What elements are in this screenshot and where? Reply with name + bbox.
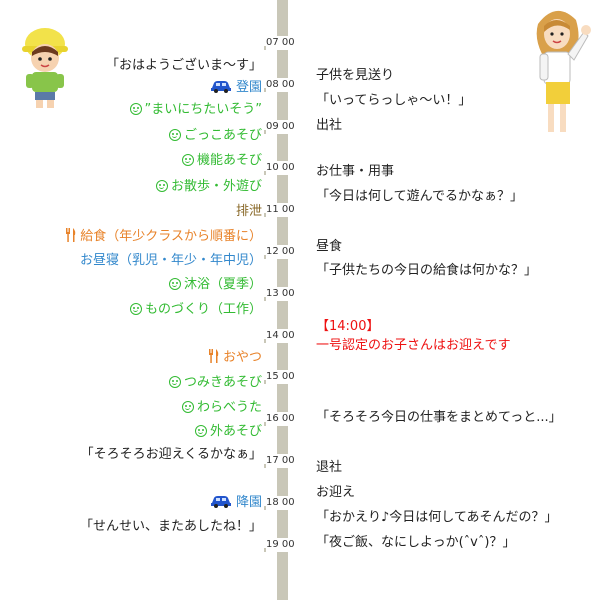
welcome-back-speech: 「おかえり♪今日は何してあそんだの？」	[316, 510, 558, 525]
pickup-item: お迎え	[316, 485, 356, 500]
lunch-right-item: 昼食	[316, 239, 343, 254]
wonder-play-speech: 「今日は何して遊んでるかなぁ？」	[316, 189, 523, 204]
songs-label: わらべうた	[196, 400, 262, 415]
hour-label: 09 00	[266, 119, 302, 134]
walk-item: お散歩・外遊び	[155, 178, 262, 196]
function-play-label: 機能あそび	[196, 153, 262, 168]
nap-item: お昼寝（乳児・年少・年中児）	[79, 253, 262, 268]
pickup-time-label: 【14:00】	[316, 319, 380, 334]
snack-label: おやつ	[222, 350, 262, 365]
hour-label: 10 00	[266, 161, 302, 176]
smiley-icon	[129, 103, 142, 115]
hour-label: 08 00	[266, 77, 302, 92]
smiley-icon	[168, 129, 181, 141]
hour-label: 18 00	[266, 495, 302, 510]
smiley-icon	[181, 401, 194, 413]
lunch-label: 給食（年少クラスから順番に）	[80, 229, 262, 244]
blocks-item: つみきあそび	[168, 374, 262, 392]
hour-label: 14 00	[266, 328, 302, 343]
mother-character-icon	[536, 10, 591, 132]
goodbye-speech: 「せんせい、またあしたね！」	[79, 519, 262, 534]
hour-label: 16 00	[266, 412, 302, 427]
smiley-icon	[168, 376, 181, 388]
wonder-lunch-speech: 「子供たちの今日の給食は何かな？」	[316, 263, 538, 278]
car-icon	[210, 496, 231, 508]
to-work-item: 出社	[316, 118, 343, 133]
hour-label: 13 00	[266, 286, 302, 301]
hour-label: 19 00	[266, 537, 302, 552]
pickup-note-label: 一号認定のお子さんはお迎えです	[316, 338, 511, 353]
exercise-item: ”まいにちたいそう”	[129, 101, 262, 119]
car-icon	[210, 81, 231, 93]
snack-item: おやつ	[208, 349, 262, 367]
smiley-icon	[129, 303, 142, 315]
work-item: お仕事・用事	[316, 164, 395, 179]
wrap-up-speech: 「そろそろ今日の仕事をまとめてっと...」	[316, 410, 562, 425]
smiley-icon	[155, 180, 168, 192]
leave-work-item: 退社	[316, 460, 343, 475]
fork-knife-icon	[208, 349, 219, 363]
hour-label: 15 00	[266, 370, 302, 385]
dropoff-item: 子供を見送り	[316, 68, 395, 83]
hour-label: 17 00	[266, 454, 302, 468]
arrival-item: 登園	[210, 79, 262, 97]
child-character-icon	[22, 28, 68, 108]
fork-knife-icon	[66, 228, 76, 242]
bath-item: 沐浴（夏季）	[168, 276, 262, 294]
outdoor-item: 外あそび	[194, 423, 262, 441]
bath-label: 沐浴（夏季）	[183, 277, 262, 292]
departure-label: 降園	[235, 495, 262, 510]
function-play-item: 機能あそび	[181, 152, 262, 170]
arrival-label: 登園	[235, 80, 262, 95]
smiley-icon	[181, 154, 194, 166]
lunch-item: 給食（年少クラスから順番に）	[65, 228, 262, 246]
hour-label: 11 00	[266, 203, 302, 218]
pickup-thought-speech: 「そろそろお迎えくるかなぁ」	[80, 447, 262, 462]
exercise-label: ”まいにちたいそう”	[144, 102, 262, 117]
blocks-label: つみきあそび	[183, 375, 262, 390]
outdoor-label: 外あそび	[209, 424, 262, 439]
greeting-speech: 「おはようございま～す」	[105, 58, 262, 73]
toilet-item: 排泄	[235, 204, 262, 219]
hour-label: 12 00	[266, 245, 302, 259]
hour-label: 07 00	[266, 36, 302, 50]
see-you-speech: 「いってらっしゃ～い！」	[316, 93, 472, 108]
departure-item: 降園	[210, 494, 262, 512]
crafts-label: ものづくり（工作）	[144, 302, 262, 317]
crafts-item: ものづくり（工作）	[129, 301, 262, 319]
songs-item: わらべうた	[181, 399, 262, 417]
pretend-play-item: ごっこあそび	[168, 127, 262, 145]
smiley-icon	[194, 425, 207, 437]
dinner-speech: 「夜ご飯、なにしよっか(ˆvˆ)？」	[316, 535, 516, 550]
pretend-play-label: ごっこあそび	[183, 128, 262, 143]
smiley-icon	[168, 278, 181, 290]
walk-label: お散歩・外遊び	[170, 179, 262, 194]
